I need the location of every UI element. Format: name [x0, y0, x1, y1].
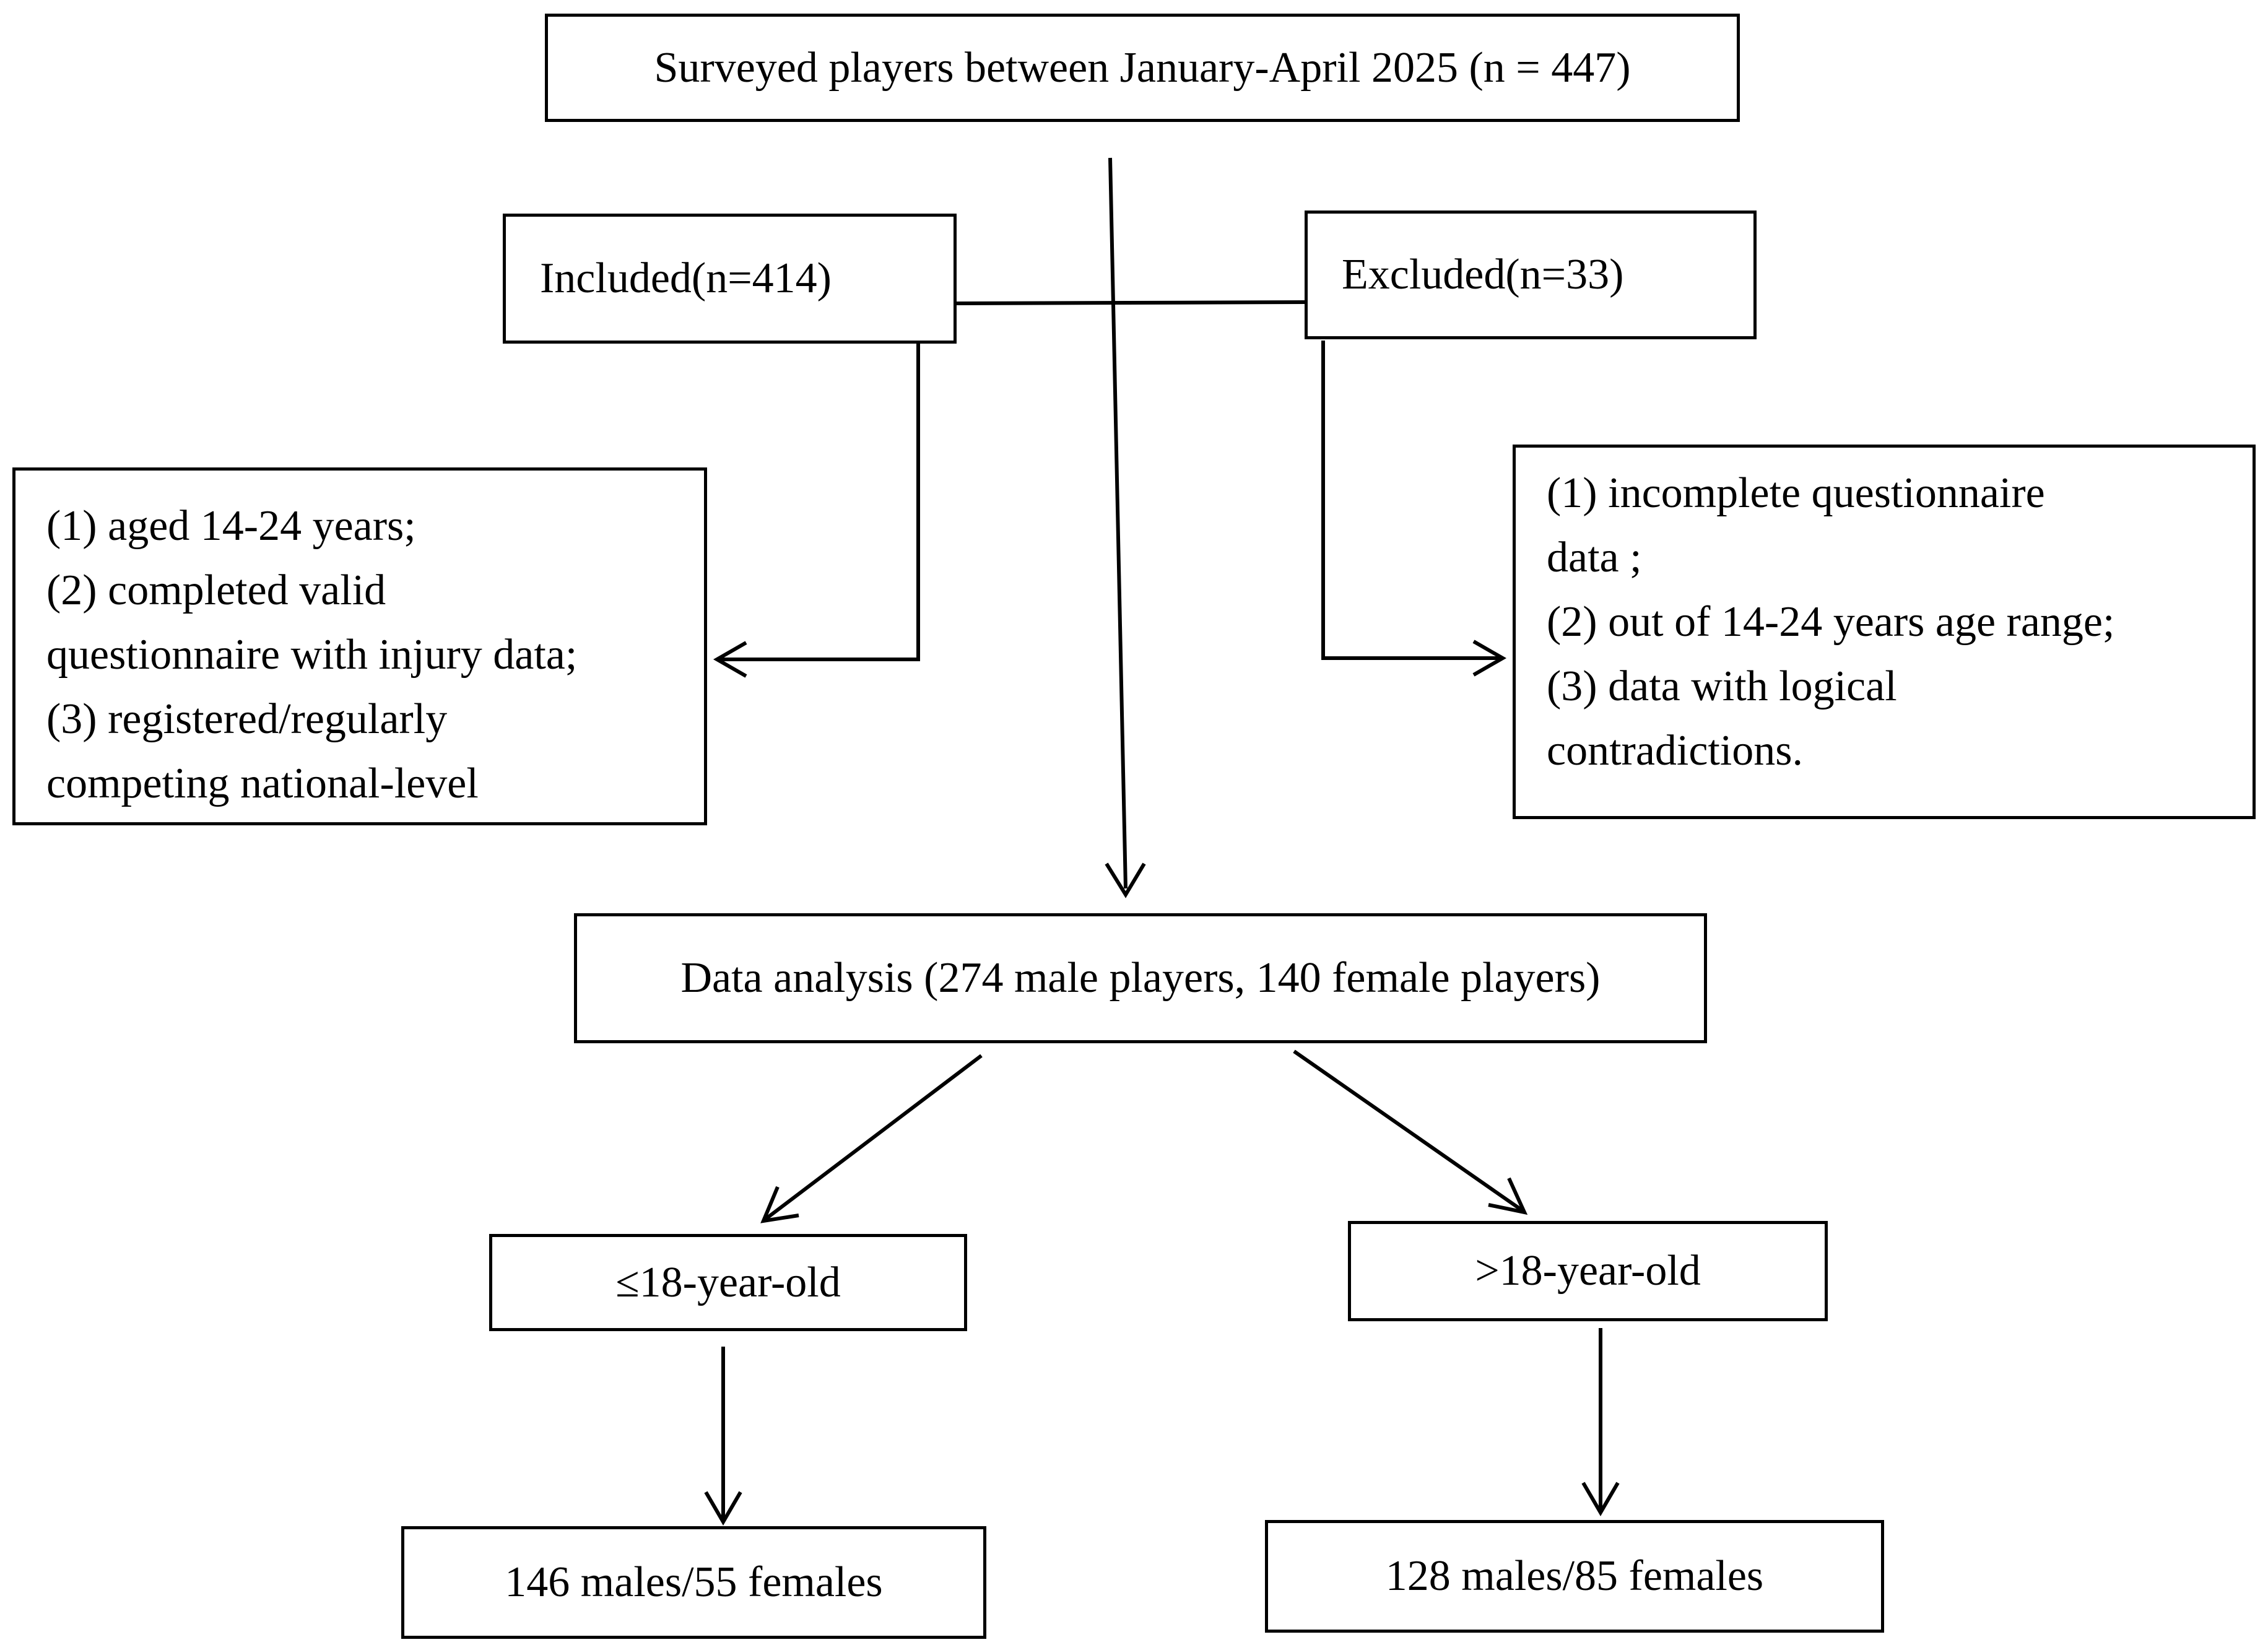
young-group-box: ≤18-year-old [489, 1234, 967, 1331]
exclusion-connector [1321, 341, 1501, 660]
young-result-text: 146 males/55 females [505, 1558, 883, 1606]
inclusion-connector [718, 344, 920, 661]
exclusion-criterion-line: (1) incomplete questionnaire [1547, 469, 2045, 517]
exclusion-criterion-line: (2) out of 14-24 years age range; [1547, 598, 2115, 646]
surveyed-players-text: Surveyed players between January-April 2… [654, 43, 1631, 92]
excluded-box: Excluded(n=33) [1305, 211, 1757, 339]
arrow-to-old [1293, 1049, 1524, 1213]
exclusion-criteria-box: (1) incomplete questionnaire data ; (2) … [1513, 445, 2256, 819]
data-analysis-box: Data analysis (274 male players, 140 fem… [574, 913, 1707, 1043]
surveyed-players-box: Surveyed players between January-April 2… [545, 14, 1740, 122]
exclusion-arrow-head [1472, 640, 1507, 677]
inclusion-criteria-box: (1) aged 14-24 years; (2) completed vali… [12, 467, 707, 825]
inclusion-criterion-line: competing national-level [46, 760, 479, 807]
included-excluded-connector [956, 300, 1305, 305]
inclusion-criterion-line: (2) completed valid [46, 567, 386, 614]
old-group-text: >18-year-old [1475, 1247, 1701, 1295]
main-down-arrow-head [1105, 862, 1146, 898]
young-down-arrow-head [704, 1491, 742, 1526]
excluded-text: Excluded(n=33) [1342, 251, 1624, 298]
young-group-text: ≤18-year-old [615, 1258, 841, 1306]
included-box: Included(n=414) [503, 214, 957, 344]
inclusion-criterion-line: questionnaire with injury data; [46, 631, 578, 679]
inclusion-arrow-head [713, 641, 747, 678]
exclusion-criterion-line: data ; [1547, 534, 1642, 581]
exclusion-criterion-line: (3) data with logical [1547, 662, 1897, 710]
included-text: Included(n=414) [540, 254, 832, 302]
old-result-box: 128 males/85 females [1265, 1520, 1884, 1633]
old-down-arrow-head [1581, 1482, 1620, 1516]
arrow-to-young-head [760, 1186, 799, 1223]
arrow-to-young [763, 1054, 983, 1222]
young-result-box: 146 males/55 females [401, 1526, 986, 1639]
inclusion-criterion-line: (1) aged 14-24 years; [46, 502, 416, 550]
arrow-to-old-head [1488, 1177, 1528, 1215]
main-down-arrow [1108, 157, 1127, 889]
exclusion-criterion-line: contradictions. [1547, 727, 1804, 775]
data-analysis-text: Data analysis (274 male players, 140 fem… [680, 954, 1601, 1002]
old-result-text: 128 males/85 females [1385, 1552, 1764, 1600]
inclusion-criterion-line: (3) registered/regularly [46, 695, 448, 743]
old-group-box: >18-year-old [1348, 1221, 1828, 1321]
